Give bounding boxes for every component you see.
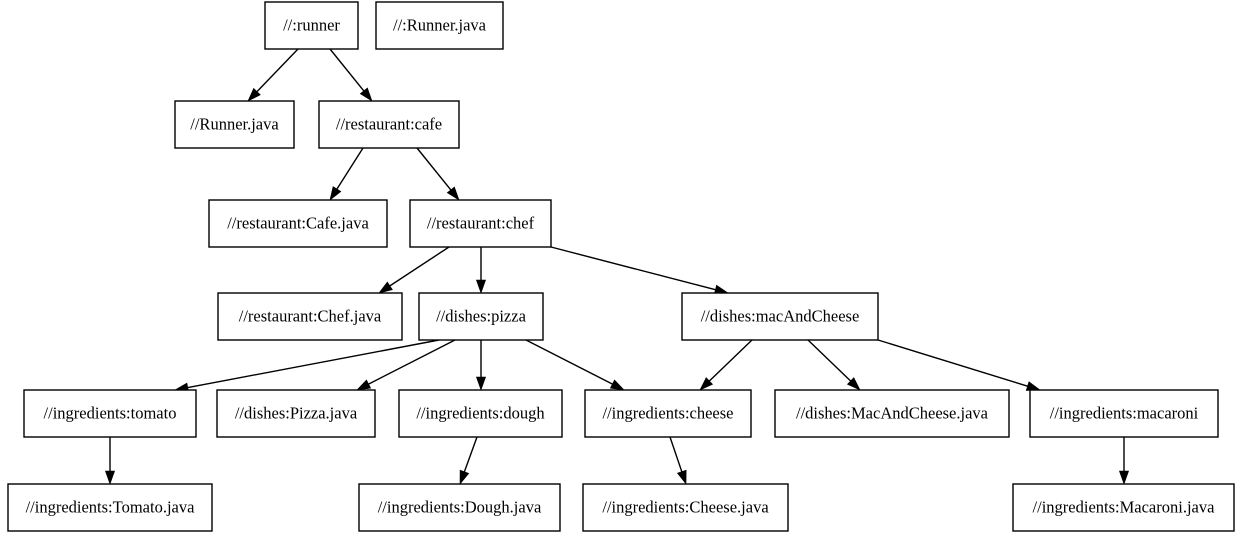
graph-node-runner_java[interactable]: //Runner.java <box>174 100 295 149</box>
node-box[interactable] <box>1012 483 1235 532</box>
edge-arrowhead <box>359 87 373 102</box>
graph-node-restaurant_cafe[interactable]: //restaurant:cafe <box>318 100 460 149</box>
edge-line <box>329 48 365 92</box>
node-label: //ingredients:Cheese.java <box>602 497 769 516</box>
graph-node-mac_java[interactable]: //dishes:MacAndCheese.java <box>774 389 1010 438</box>
graph-node-cheese_java[interactable]: //ingredients:Cheese.java <box>582 483 789 532</box>
edge-line <box>256 48 299 93</box>
graph-node-dough_java[interactable]: //ingredients:Dough.java <box>358 483 561 532</box>
edge-arrowhead <box>378 281 393 294</box>
edge-arrowhead <box>846 377 861 391</box>
edge-line <box>389 246 450 287</box>
node-box[interactable] <box>774 389 1010 438</box>
edge-line <box>463 436 478 473</box>
node-label: //Runner.java <box>190 114 279 133</box>
graph-node-ing_dough[interactable]: //ingredients:dough <box>398 389 563 438</box>
node-box[interactable] <box>409 199 552 248</box>
edge-line <box>187 339 440 389</box>
edge-line <box>807 339 852 382</box>
edge-line <box>368 339 456 385</box>
nodes-layer: //:runner //:Runner.java //Runner.java //re… <box>7 1 1235 532</box>
node-label: //:Runner.java <box>393 15 487 34</box>
edge-arrowhead <box>104 470 116 485</box>
graph-node-dishes_mac[interactable]: //dishes:macAndCheese <box>681 292 879 341</box>
node-box[interactable] <box>7 483 213 532</box>
node-label: //dishes:MacAndCheese.java <box>796 403 989 422</box>
node-box[interactable] <box>418 292 544 341</box>
node-box[interactable] <box>681 292 879 341</box>
node-box[interactable] <box>217 292 403 341</box>
node-box[interactable] <box>216 389 376 438</box>
node-box[interactable] <box>23 389 197 438</box>
edge-arrowhead <box>247 87 261 102</box>
node-box[interactable] <box>582 483 789 532</box>
edge-arrowhead <box>676 469 687 485</box>
graph-node-ing_macaroni[interactable]: //ingredients:macaroni <box>1029 389 1219 438</box>
node-box[interactable] <box>584 389 752 438</box>
edge-arrowhead <box>356 379 372 391</box>
graph-node-pizza_java[interactable]: //dishes:Pizza.java <box>216 389 376 438</box>
edge-arrowhead <box>446 186 460 201</box>
edge-arrowhead <box>699 377 714 391</box>
node-label: //ingredients:tomato <box>44 403 177 422</box>
graph-node-ing_tomato[interactable]: //ingredients:tomato <box>23 389 197 438</box>
node-label: //dishes:macAndCheese <box>701 306 860 325</box>
graph-node-runner[interactable]: //:runner <box>264 1 359 50</box>
node-box[interactable] <box>264 1 359 50</box>
edge-line <box>525 339 613 385</box>
graph-node-cafe_java[interactable]: //restaurant:Cafe.java <box>208 199 388 248</box>
node-label: //:runner <box>283 15 340 34</box>
node-label: //ingredients:cheese <box>602 403 733 422</box>
graph-node-runner_java_root[interactable]: //:Runner.java <box>375 1 504 50</box>
graph-node-restaurant_chef[interactable]: //restaurant:chef <box>409 199 552 248</box>
graph-node-ing_cheese[interactable]: //ingredients:cheese <box>584 389 752 438</box>
node-box[interactable] <box>375 1 504 50</box>
graph-node-macaroni_java[interactable]: //ingredients:Macaroni.java <box>1012 483 1235 532</box>
edge-arrowhead <box>459 469 470 485</box>
node-label: //dishes:pizza <box>436 306 526 325</box>
node-label: //ingredients:macaroni <box>1050 403 1199 422</box>
node-box[interactable] <box>358 483 561 532</box>
graph-node-chef_java[interactable]: //restaurant:Chef.java <box>217 292 403 341</box>
node-label: //restaurant:Chef.java <box>239 306 382 325</box>
node-box[interactable] <box>208 199 388 248</box>
node-label: //restaurant:cafe <box>336 114 442 133</box>
node-box[interactable] <box>1029 389 1219 438</box>
edge-line <box>336 147 364 190</box>
node-label: //ingredients:Macaroni.java <box>1033 497 1216 516</box>
graph-node-dishes_pizza[interactable]: //dishes:pizza <box>418 292 544 341</box>
node-label: //restaurant:chef <box>427 213 535 232</box>
graph-node-tomato_java[interactable]: //ingredients:Tomato.java <box>7 483 213 532</box>
edge-line <box>669 436 683 472</box>
edge-line <box>877 339 1028 387</box>
edge-arrowhead <box>1118 470 1130 485</box>
node-box[interactable] <box>174 100 295 149</box>
node-label: //ingredients:Dough.java <box>378 497 542 516</box>
edge-line <box>708 339 753 382</box>
node-label: //dishes:Pizza.java <box>235 403 358 422</box>
edge-arrowhead <box>609 379 625 391</box>
edge-arrowhead <box>475 279 487 294</box>
node-label: //restaurant:Cafe.java <box>227 213 369 232</box>
edge-arrowhead <box>329 186 342 201</box>
edge-line <box>416 147 452 191</box>
node-box[interactable] <box>318 100 460 149</box>
node-label: //ingredients:Tomato.java <box>26 497 196 516</box>
edge-line <box>550 246 716 291</box>
edge-arrowhead <box>475 376 487 391</box>
node-box[interactable] <box>398 389 563 438</box>
node-label: //ingredients:dough <box>416 403 545 422</box>
edge-arrowhead <box>1025 381 1041 391</box>
